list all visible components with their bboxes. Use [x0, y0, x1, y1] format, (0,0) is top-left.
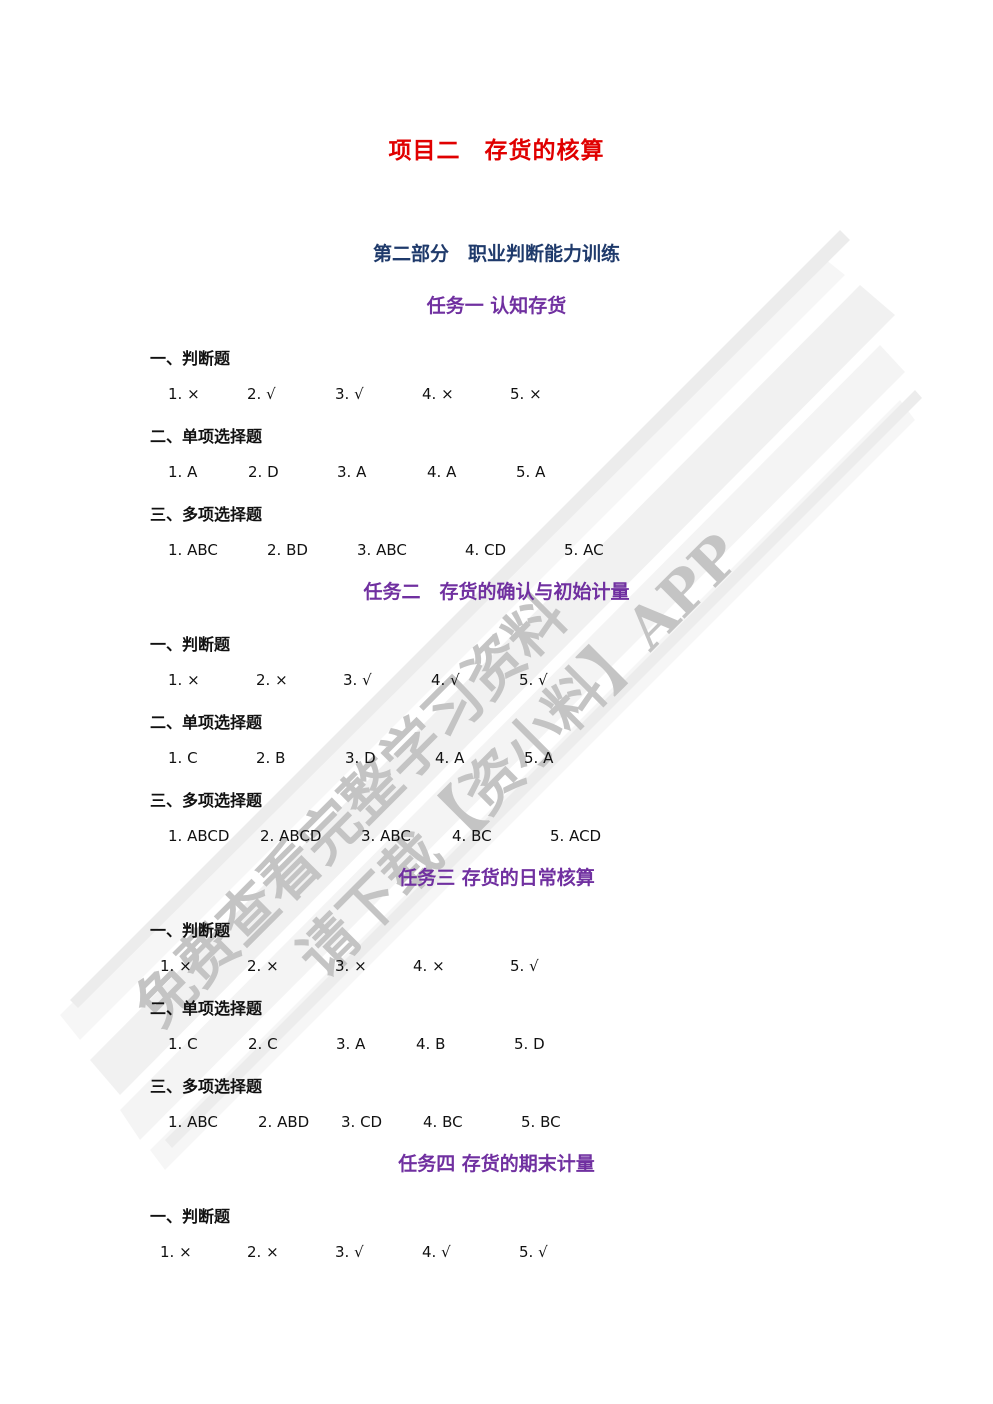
- answer: 1. ×: [168, 385, 200, 403]
- section-heading: 二、单项选择题: [150, 427, 263, 446]
- answer: 1. ×: [168, 671, 200, 689]
- answer: 2. ×: [247, 957, 279, 975]
- answer: 3. CD: [341, 1113, 383, 1131]
- answer: 5. ×: [510, 385, 542, 403]
- answer: 3. √: [343, 671, 372, 689]
- answer: 2. B: [256, 749, 286, 767]
- answer: 1. C: [168, 749, 198, 767]
- section-heading: 三、多项选择题: [150, 1077, 263, 1096]
- answer: 2. √: [247, 385, 276, 403]
- answer: 1. ABC: [168, 1113, 218, 1131]
- answer: 3. ABC: [361, 827, 411, 845]
- answer: 5. A: [524, 749, 554, 767]
- section-heading: 二、单项选择题: [150, 999, 263, 1018]
- answer: 2. C: [248, 1035, 278, 1053]
- answer: 3. A: [337, 463, 367, 481]
- section-heading: 一、判断题: [150, 635, 231, 654]
- task-title: 任务一 认知存货: [426, 295, 567, 317]
- answer: 1. ×: [160, 1243, 192, 1261]
- answer: 5. √: [510, 957, 539, 975]
- answer: 4. ×: [413, 957, 445, 975]
- answer: 4. A: [435, 749, 465, 767]
- answer: 5. √: [519, 1243, 548, 1261]
- answer: 3. ×: [335, 957, 367, 975]
- part-title: 第二部分 职业判断能力训练: [372, 243, 620, 265]
- answer: 5. ACD: [550, 827, 602, 845]
- answer: 1. C: [168, 1035, 198, 1053]
- answer: 1. ×: [160, 957, 192, 975]
- section-heading: 三、多项选择题: [150, 791, 263, 810]
- answer: 2. ×: [247, 1243, 279, 1261]
- answer: 1. ABCD: [168, 827, 230, 845]
- answer: 2. D: [248, 463, 279, 481]
- section-heading: 三、多项选择题: [150, 505, 263, 524]
- answer: 4. A: [427, 463, 457, 481]
- answer: 3. ABC: [357, 541, 407, 559]
- task-title: 任务四 存货的期末计量: [398, 1153, 595, 1175]
- section-heading: 一、判断题: [150, 349, 231, 368]
- answer: 4. √: [422, 1243, 451, 1261]
- answer: 4. CD: [465, 541, 507, 559]
- section-heading: 一、判断题: [150, 921, 231, 940]
- answer: 5. √: [519, 671, 548, 689]
- answer: 2. ×: [256, 671, 288, 689]
- answer: 2. BD: [267, 541, 308, 559]
- answer: 4. ×: [422, 385, 454, 403]
- answer: 5. BC: [521, 1113, 561, 1131]
- answer: 5. A: [516, 463, 546, 481]
- answer: 3. √: [335, 385, 364, 403]
- answer: 3. D: [345, 749, 376, 767]
- answer: 2. ABCD: [260, 827, 322, 845]
- answer: 1. ABC: [168, 541, 218, 559]
- section-heading: 一、判断题: [150, 1207, 231, 1226]
- answer: 5. AC: [564, 541, 604, 559]
- answer: 3. √: [335, 1243, 364, 1261]
- answer: 3. A: [336, 1035, 366, 1053]
- answer: 5. D: [514, 1035, 545, 1053]
- answer: 4. BC: [452, 827, 492, 845]
- answer: 1. A: [168, 463, 198, 481]
- page-title: 项目二 存货的核算: [388, 138, 605, 164]
- brush-stroke-watermark: [60, 230, 922, 1170]
- task-title: 任务三 存货的日常核算: [398, 867, 595, 889]
- answer: 4. √: [431, 671, 460, 689]
- answer: 2. ABD: [258, 1113, 310, 1131]
- answer: 4. B: [416, 1035, 446, 1053]
- task-title: 任务二 存货的确认与初始计量: [363, 581, 630, 603]
- answer: 4. BC: [423, 1113, 463, 1131]
- section-heading: 二、单项选择题: [150, 713, 263, 732]
